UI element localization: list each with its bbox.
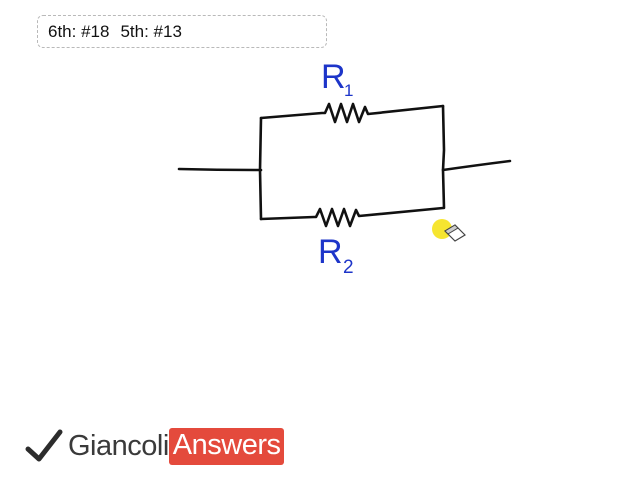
r1-subscript: 1 bbox=[344, 81, 353, 100]
top-branch-wire bbox=[259, 102, 445, 124]
r2-letter: R bbox=[318, 233, 343, 271]
r2-subscript: 2 bbox=[343, 257, 354, 278]
problem-reference-box: 6th: #18 5th: #13 bbox=[37, 15, 327, 48]
resistor-r1-label: R 1 bbox=[321, 58, 353, 100]
cursor-highlight bbox=[432, 219, 452, 239]
left-lead-wire bbox=[177, 167, 263, 172]
eraser-tip bbox=[444, 224, 459, 235]
eraser-cursor-icon bbox=[432, 219, 466, 242]
problem-ref-5th: 5th: #13 bbox=[120, 21, 182, 41]
parallel-circuit-diagram bbox=[177, 102, 512, 228]
r1-letter: R bbox=[321, 58, 346, 96]
right-junction-wire bbox=[441, 104, 446, 210]
problem-ref-6th: 6th: #18 bbox=[48, 21, 110, 41]
giancoli-answers-logo: Giancoli Answers bbox=[24, 426, 285, 466]
resistor-r2-label: R 2 bbox=[318, 233, 354, 278]
checkmark-icon bbox=[25, 429, 63, 462]
bottom-branch-wire bbox=[259, 206, 445, 228]
brand-name: Giancoli bbox=[68, 429, 169, 462]
right-lead-wire bbox=[441, 159, 512, 172]
brand-tag: Answers bbox=[168, 427, 285, 465]
left-junction-wire bbox=[258, 116, 263, 221]
